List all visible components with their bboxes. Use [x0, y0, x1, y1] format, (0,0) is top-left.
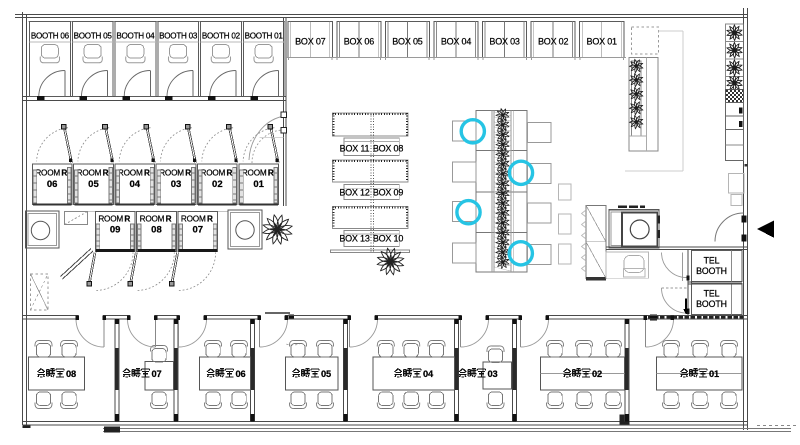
svg-text:07: 07	[152, 369, 162, 379]
svg-text:R: R	[103, 169, 109, 178]
svg-text:R: R	[61, 169, 67, 178]
svg-text:BOX 05: BOX 05	[392, 37, 423, 47]
svg-text:07: 07	[192, 225, 203, 236]
svg-text:03: 03	[488, 369, 498, 379]
svg-text:R: R	[268, 169, 274, 178]
svg-text:ROOM: ROOM	[35, 169, 60, 178]
svg-text:02: 02	[212, 179, 223, 190]
svg-text:BOX 11: BOX 11	[340, 143, 370, 153]
svg-text:ROOM: ROOM	[242, 169, 267, 178]
svg-text:08: 08	[66, 369, 76, 379]
svg-text:R: R	[207, 215, 213, 224]
svg-text:BOX 03: BOX 03	[489, 37, 520, 47]
svg-text:BOOTH: BOOTH	[696, 266, 727, 276]
svg-text:BOOTH 06: BOOTH 06	[31, 32, 70, 41]
svg-text:01: 01	[253, 179, 264, 190]
svg-text:05: 05	[321, 369, 331, 379]
svg-text:BOX 09: BOX 09	[373, 188, 404, 198]
svg-text:ROOM: ROOM	[140, 215, 165, 224]
svg-text:06: 06	[47, 179, 58, 190]
svg-text:BOX 08: BOX 08	[373, 143, 404, 153]
svg-text:ROOM: ROOM	[201, 169, 226, 178]
svg-text:BOX 07: BOX 07	[295, 37, 326, 47]
svg-text:BOX 10: BOX 10	[373, 234, 404, 244]
svg-text:ROOM: ROOM	[159, 169, 184, 178]
svg-text:TEL: TEL	[704, 256, 720, 266]
svg-text:R: R	[124, 215, 130, 224]
svg-text:ROOM: ROOM	[98, 215, 123, 224]
svg-text:R: R	[166, 215, 172, 224]
svg-text:BOOTH 05: BOOTH 05	[74, 32, 113, 41]
svg-text:06: 06	[236, 369, 246, 379]
svg-text:BOOTH 04: BOOTH 04	[116, 32, 155, 41]
svg-text:09: 09	[110, 225, 121, 236]
svg-text:02: 02	[592, 369, 602, 379]
svg-text:04: 04	[423, 369, 434, 379]
svg-text:R: R	[185, 169, 191, 178]
svg-text:BOX 13: BOX 13	[339, 234, 370, 244]
svg-text:04: 04	[129, 179, 140, 190]
svg-text:03: 03	[171, 179, 182, 190]
svg-text:BOOTH 01: BOOTH 01	[245, 32, 284, 41]
svg-text:BOX 01: BOX 01	[587, 37, 618, 47]
svg-text:BOOTH 03: BOOTH 03	[159, 32, 198, 41]
svg-text:BOX 02: BOX 02	[538, 37, 569, 47]
svg-text:BOOTH: BOOTH	[696, 299, 727, 309]
svg-text:BOOTH 02: BOOTH 02	[202, 32, 241, 41]
svg-text:BOX 06: BOX 06	[344, 37, 375, 47]
svg-text:ROOM: ROOM	[118, 169, 143, 178]
svg-text:R: R	[227, 169, 233, 178]
svg-text:BOX 04: BOX 04	[441, 37, 472, 47]
svg-text:01: 01	[709, 369, 719, 379]
svg-text:ROOM: ROOM	[181, 215, 206, 224]
svg-text:05: 05	[88, 179, 99, 190]
svg-text:ROOM: ROOM	[77, 169, 102, 178]
svg-text:R: R	[144, 169, 150, 178]
svg-text:BOX 12: BOX 12	[339, 188, 370, 198]
svg-text:TEL: TEL	[704, 289, 720, 299]
svg-text:08: 08	[151, 225, 162, 236]
